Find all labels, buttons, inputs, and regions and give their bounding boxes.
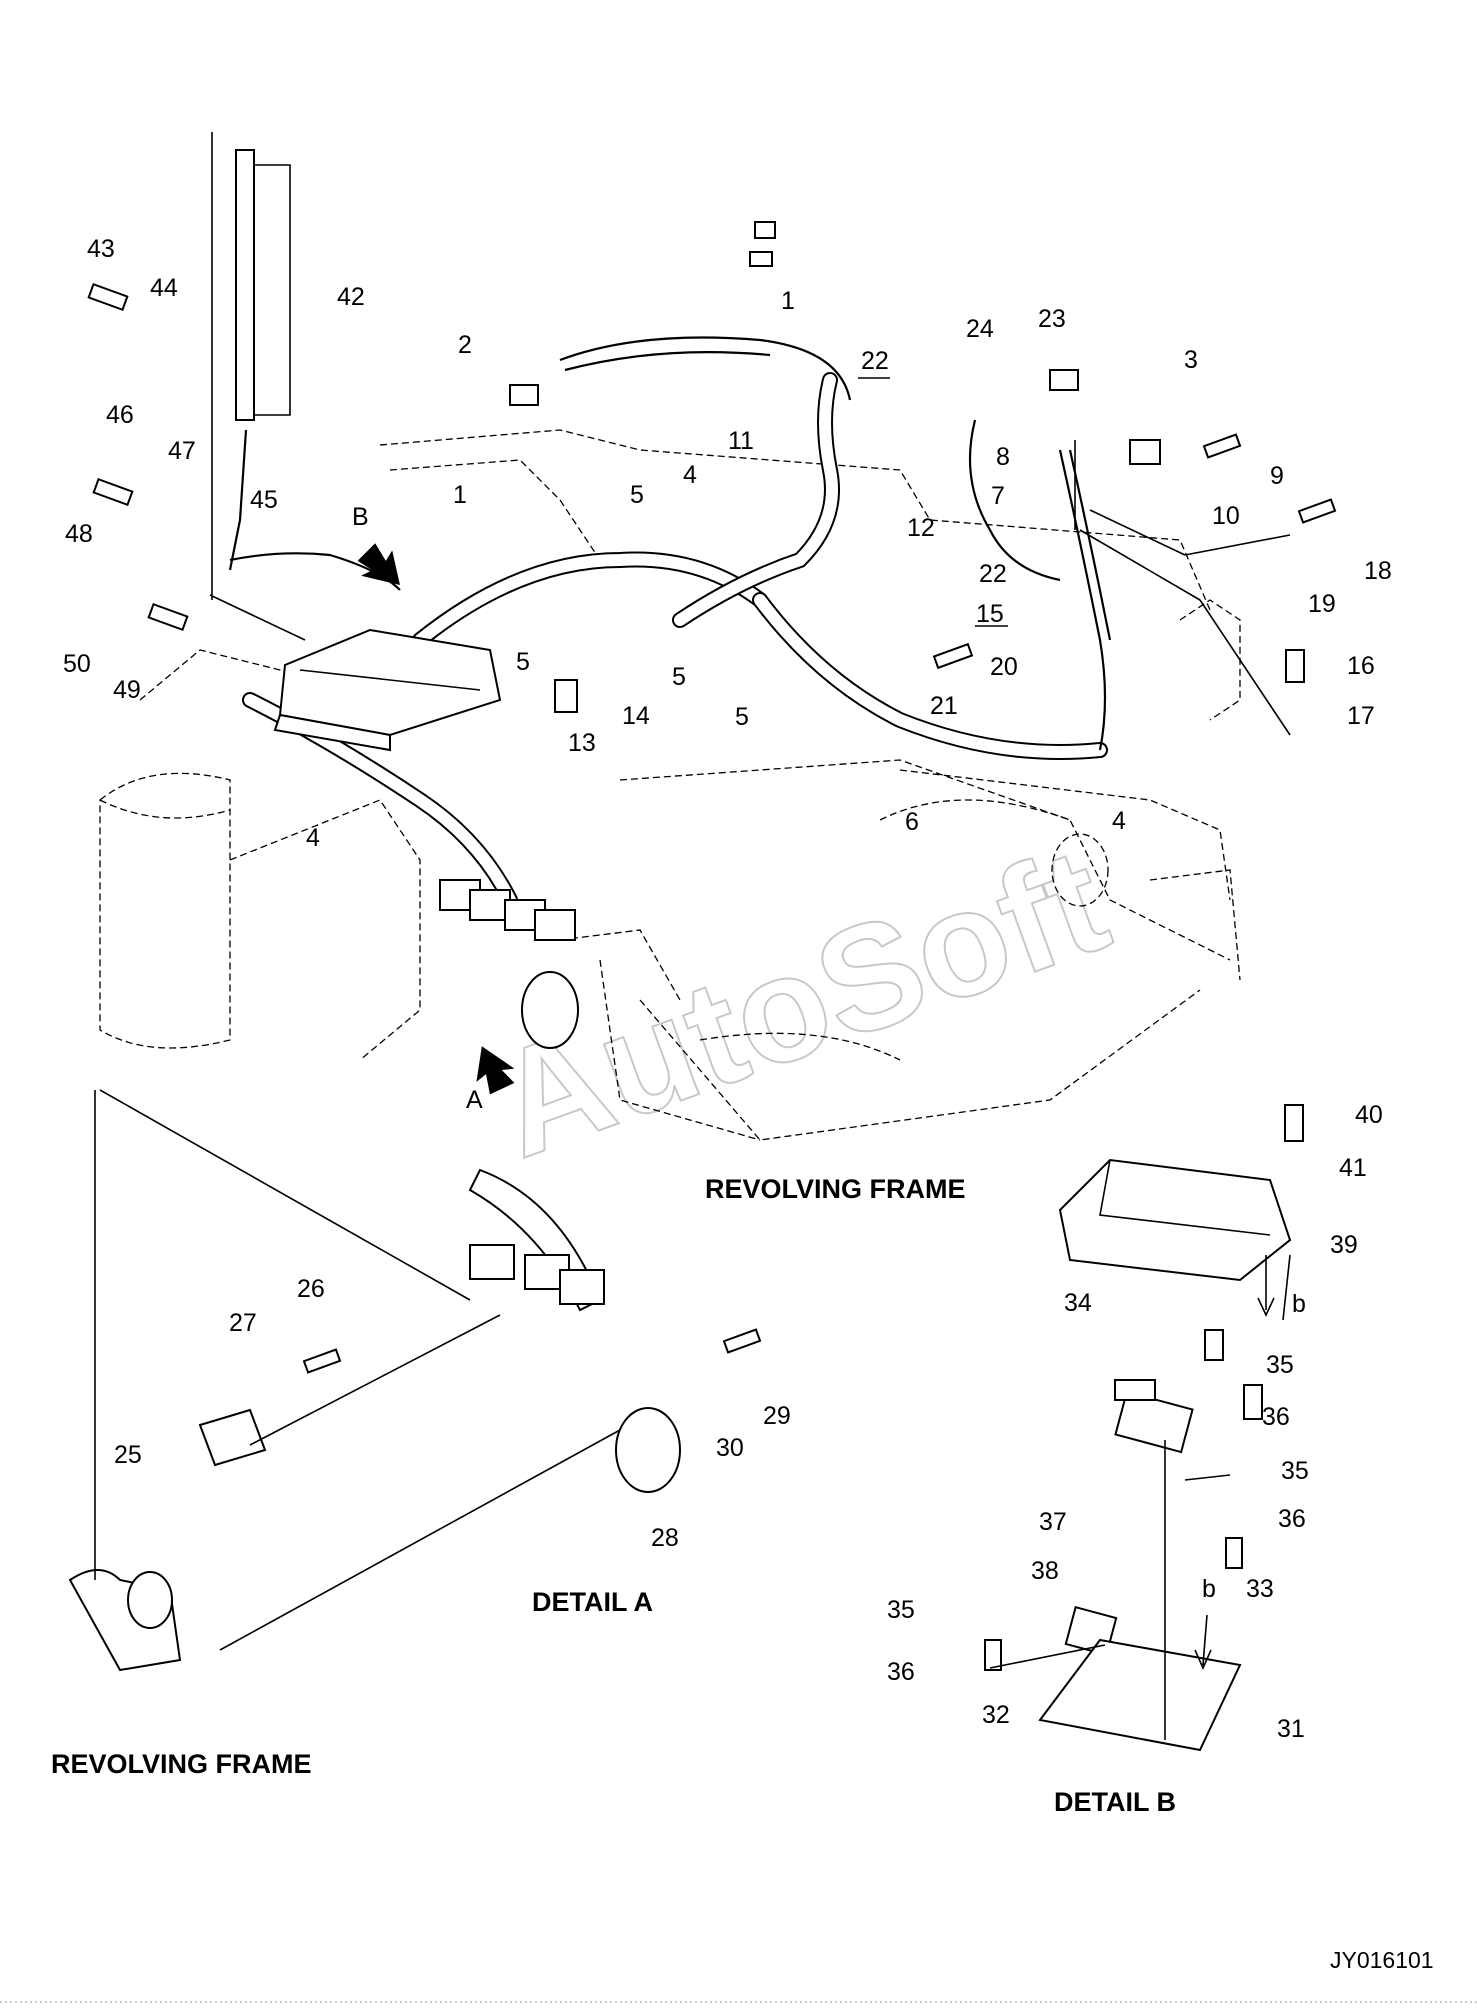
leader-lines: [94, 440, 1291, 1740]
label-30: 30: [716, 1434, 744, 1462]
label-1: 1: [781, 287, 795, 315]
label-26: 26: [297, 1275, 325, 1303]
label-43: 43: [87, 235, 115, 263]
caption-revolving-frame: REVOLVING FRAME: [705, 1174, 966, 1204]
label-25: 25: [114, 1441, 142, 1469]
label-27: 27: [229, 1309, 257, 1337]
revolving-frame-outline: [99, 429, 1241, 1141]
label-24: 24: [966, 315, 994, 343]
drawing-code: JY016101: [1330, 1947, 1434, 1973]
view-label-b: B: [352, 503, 369, 531]
label-47: 47: [168, 437, 196, 465]
label-11: 11: [728, 427, 754, 455]
fasteners: [87, 221, 1337, 1671]
main-harness: [228, 336, 1112, 908]
label-6: 6: [905, 808, 919, 836]
label-38: 38: [1031, 1557, 1059, 1585]
caption-detail-b: DETAIL B: [1054, 1787, 1176, 1817]
caption-detail-a: DETAIL A: [532, 1587, 653, 1617]
label-20: 20: [990, 653, 1018, 681]
label-29: 29: [763, 1402, 791, 1430]
part-number-labels: 1 1 2 3 4 4 4 5 5 5 5 6 7 8 9 10 11 12 1…: [63, 235, 1392, 1743]
label-41: 41: [1339, 1154, 1367, 1182]
label-34: 34: [1064, 1289, 1092, 1317]
label-4: 4: [683, 461, 697, 489]
label-21: 21: [930, 692, 958, 720]
label-22: 22: [979, 560, 1007, 588]
label-32: 32: [982, 1701, 1010, 1729]
label-35: 35: [887, 1596, 915, 1624]
detail-b-parts: [1038, 1158, 1292, 1752]
label-18: 18: [1364, 557, 1392, 585]
label-49: 49: [113, 676, 141, 704]
label-39: 39: [1330, 1231, 1358, 1259]
label-35: 35: [1281, 1457, 1309, 1485]
caption-revolving-frame-left: REVOLVING FRAME: [51, 1749, 312, 1779]
label-7: 7: [991, 482, 1005, 510]
label-31: 31: [1277, 1715, 1305, 1743]
label-5: 5: [516, 648, 530, 676]
label-2: 2: [458, 331, 472, 359]
label-8: 8: [996, 443, 1010, 471]
label-35: 35: [1266, 1351, 1294, 1379]
label-23: 23: [1038, 305, 1066, 333]
label-17: 17: [1347, 702, 1375, 730]
label-44: 44: [150, 274, 178, 302]
view-arrows: [357, 543, 1275, 1670]
label-50: 50: [63, 650, 91, 678]
label-19: 19: [1308, 590, 1336, 618]
label-28: 28: [651, 1524, 679, 1552]
label-33: 33: [1246, 1575, 1274, 1603]
label-36: 36: [887, 1658, 915, 1686]
label-10: 10: [1212, 502, 1240, 530]
label-5: 5: [630, 481, 644, 509]
label-12: 12: [907, 514, 935, 542]
label-13: 13: [568, 729, 596, 757]
view-label-a: A: [466, 1086, 483, 1114]
controller-box: [273, 628, 502, 752]
label-4: 4: [1112, 807, 1126, 835]
view-label-b-lower: b: [1292, 1290, 1306, 1318]
label-46: 46: [106, 401, 134, 429]
label-36: 36: [1278, 1505, 1306, 1533]
label-45: 45: [250, 486, 278, 514]
label-16: 16: [1347, 652, 1375, 680]
view-label-b-lower: b: [1202, 1575, 1216, 1603]
label-40: 40: [1355, 1101, 1383, 1129]
label-4: 4: [306, 824, 320, 852]
label-5: 5: [735, 703, 749, 731]
label-22: 22: [861, 347, 889, 375]
label-1: 1: [453, 481, 467, 509]
connector-block-a: [439, 879, 579, 1049]
detail-a-parts: [68, 1168, 681, 1672]
label-42: 42: [337, 283, 365, 311]
label-36: 36: [1262, 1403, 1290, 1431]
label-3: 3: [1184, 346, 1198, 374]
label-15: 15: [976, 600, 1004, 628]
label-9: 9: [1270, 462, 1284, 490]
label-48: 48: [65, 520, 93, 548]
label-14: 14: [622, 702, 650, 730]
label-5: 5: [672, 663, 686, 691]
label-37: 37: [1039, 1508, 1067, 1536]
bracket-bar-42: [211, 132, 291, 600]
